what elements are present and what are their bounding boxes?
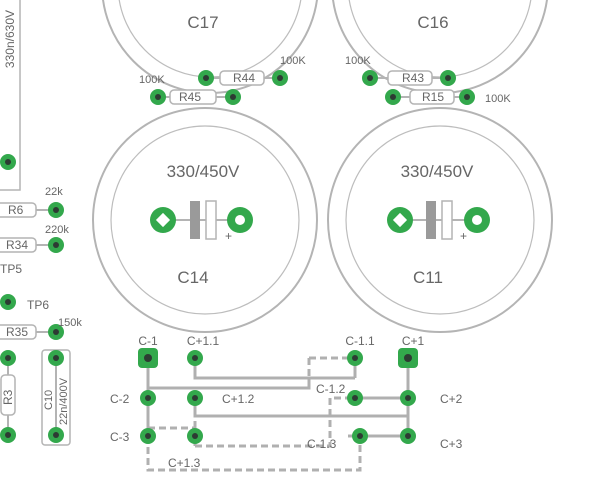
r34-value: 220k — [45, 224, 69, 236]
c11-value: 330/450V — [401, 162, 474, 181]
c11-label: C11 — [413, 268, 443, 287]
capacitor-left-fragment: 330n/630V — [0, 0, 21, 191]
label-top-right-0: C-1.1 — [345, 334, 375, 348]
pad-c-2 — [140, 390, 156, 406]
r43-label: R43 — [402, 71, 424, 85]
label-top-left-1: C+1.1 — [187, 334, 220, 348]
pad-c+1.2 — [187, 390, 203, 406]
resistor-r45: R45 100K — [139, 74, 241, 105]
r35-label: R35 — [6, 325, 28, 339]
tp6-label: TP6 — [27, 298, 49, 312]
c16-label: C16 — [417, 13, 448, 32]
r35-value: 150k — [58, 317, 82, 329]
c14-label: C14 — [177, 268, 208, 287]
resistor-r43: R43 100K — [345, 55, 456, 86]
resistor-r44: R44 100K — [198, 55, 306, 86]
r6-value: 22k — [45, 186, 63, 198]
label-right-row-1: C+3 — [440, 437, 463, 451]
r34-label: R34 — [6, 238, 28, 252]
test-point-tp6: TP6 — [0, 294, 49, 312]
trace-label-c-1.3: C-1.3 — [307, 437, 337, 451]
resistor-r34: R34 220k — [0, 224, 69, 253]
pad-c-1 — [138, 348, 158, 368]
capacitor-c11: 330/450V + C11 — [327, 107, 553, 333]
pad-c+2 — [400, 390, 416, 406]
c17-label: C17 — [187, 13, 218, 32]
pad-c+1 — [398, 348, 418, 368]
left-cap-pad — [0, 154, 16, 170]
r15-label: R15 — [422, 90, 444, 104]
r43-value: 100K — [345, 55, 371, 67]
c10-value: 22n/400V — [58, 377, 70, 425]
r44-value: 100K — [280, 55, 306, 67]
tp5-label: TP5 — [0, 262, 22, 276]
label-top-left-0: C-1 — [138, 334, 158, 348]
connector-block: C-1 C+1.1 C-1.1 C+1 C-2 C-3 C+2 C+3 C+1.… — [110, 334, 463, 472]
c14-value: 330/450V — [167, 162, 240, 181]
capacitor-c10: C10 22n/400V — [41, 349, 71, 446]
label-left-row-1: C-3 — [110, 430, 130, 444]
r44-label: R44 — [233, 71, 255, 85]
label-right-row-0: C+2 — [440, 392, 463, 406]
c14-plus: + — [225, 229, 232, 243]
r3-label: R3 — [1, 389, 15, 405]
r15-value: 100K — [485, 93, 511, 105]
pad-c+1.1 — [187, 350, 203, 366]
label-left-row-0: C-2 — [110, 392, 130, 406]
r6-label: R6 — [8, 203, 24, 217]
trace-label-c-1.2: C-1.2 — [316, 382, 346, 396]
capacitor-c14: 330/450V + C14 — [92, 107, 318, 333]
pad-c+1.3 — [187, 428, 203, 444]
resistor-r3: R3 — [0, 350, 16, 443]
pad-c-3 — [140, 428, 156, 444]
trace-label-c+1.2: C+1.2 — [222, 392, 255, 406]
pad-c-1.2 — [347, 390, 363, 406]
c11-plus: + — [460, 229, 467, 243]
pad-c-1.3 — [352, 428, 368, 444]
pad-c-1.1 — [347, 350, 363, 366]
r45-value: 100K — [139, 74, 165, 86]
label-top-right-1: C+1 — [402, 334, 425, 348]
resistor-r15: R15 100K — [385, 89, 511, 105]
trace-label-c+1.3: C+1.3 — [168, 456, 201, 470]
resistor-r35: R35 150k — [0, 317, 82, 340]
c10-label: C10 — [43, 390, 55, 410]
pad-c+3 — [400, 428, 416, 444]
left-cap-value: 330n/630V — [3, 10, 17, 68]
resistor-r6: R6 22k — [0, 186, 64, 218]
r45-label: R45 — [179, 90, 201, 104]
